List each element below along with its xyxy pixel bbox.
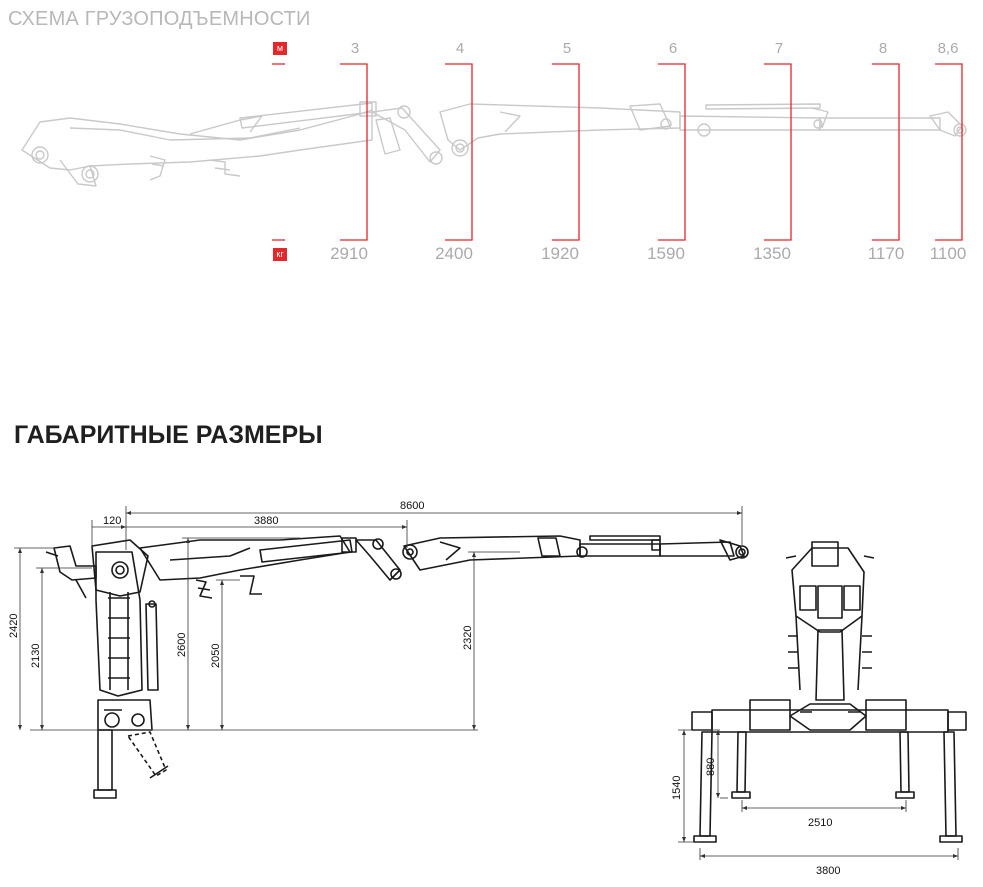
bracket-4m <box>445 63 473 241</box>
load-chart-diagram <box>21 63 967 241</box>
capacity-label: 1170 <box>867 244 905 263</box>
dim-1540: 1540 <box>671 776 683 800</box>
capacity-label: 1920 <box>541 244 579 263</box>
reach-label: 7 <box>774 40 784 57</box>
dim-880: 880 <box>705 758 717 776</box>
dim-8600: 8600 <box>400 500 424 512</box>
dimensions-title: ГАБАРИТНЫЕ РАЗМЕРЫ <box>14 421 323 449</box>
capacity-label: 1100 <box>929 244 967 263</box>
capacity-label: 1350 <box>753 244 791 263</box>
bracket-86m <box>935 63 963 241</box>
dim-3880: 3880 <box>254 515 278 527</box>
crane-outline-faded <box>21 101 967 187</box>
reach-label: 8,6 <box>937 40 959 57</box>
capacity-label: 2910 <box>330 244 368 263</box>
side-view-dimension-lines <box>14 506 743 731</box>
dim-2320: 2320 <box>462 626 474 650</box>
front-view-arrows <box>682 730 958 858</box>
front-view-crane <box>691 541 967 843</box>
reach-unit-badge: м <box>273 42 287 55</box>
side-view-arrows <box>18 511 742 730</box>
reach-label: 8 <box>878 40 888 57</box>
capacity-unit-badge: кг <box>273 248 287 261</box>
dim-2420: 2420 <box>8 614 20 638</box>
capacity-label: 2400 <box>435 244 473 263</box>
reach-label: 5 <box>562 40 572 57</box>
side-view-crane <box>45 535 749 799</box>
capacity-label: 1590 <box>647 244 685 263</box>
dim-2600: 2600 <box>176 633 188 657</box>
reach-label: 6 <box>668 40 678 57</box>
bracket-7m <box>764 63 792 241</box>
load-chart-title: СХЕМА ГРУЗОПОДЪЕМНОСТИ <box>8 8 311 30</box>
reach-label: 4 <box>455 40 465 57</box>
reach-brackets <box>272 63 963 241</box>
bracket-5m <box>552 63 580 241</box>
bracket-6m <box>658 63 686 241</box>
dim-2050: 2050 <box>210 644 222 668</box>
dim-3800: 3800 <box>816 865 840 877</box>
bracket-8m <box>872 63 900 241</box>
dim-120: 120 <box>103 515 121 527</box>
bracket-3m <box>340 63 368 241</box>
dim-2130: 2130 <box>30 644 42 668</box>
reach-label: 3 <box>350 40 360 57</box>
front-view-dimension-lines <box>678 729 959 860</box>
dim-2510: 2510 <box>808 817 832 829</box>
